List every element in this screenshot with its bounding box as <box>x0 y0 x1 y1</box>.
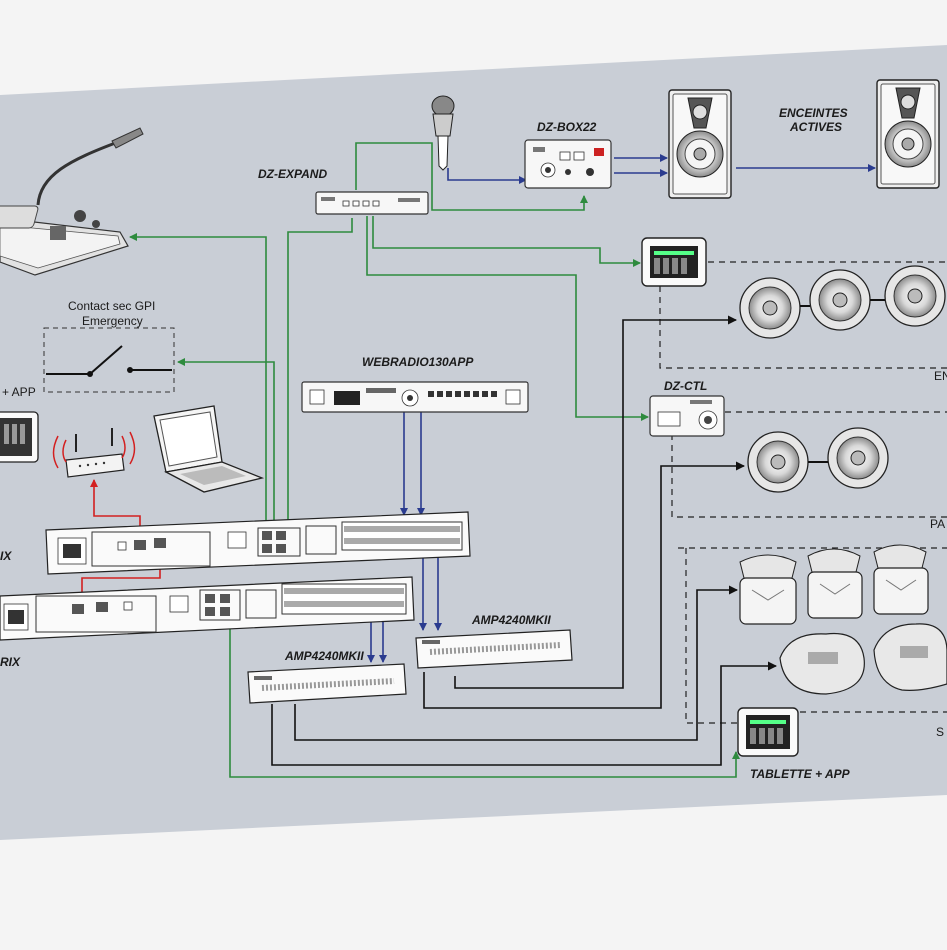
paging-microphone-console[interactable] <box>0 127 144 276</box>
dz-box22-device[interactable] <box>524 139 612 189</box>
tablet-left[interactable] <box>0 411 39 463</box>
black-speaker-wires <box>271 315 777 766</box>
label-contact-line2: Emergency <box>82 314 143 328</box>
label-matrix-top: IX <box>0 549 12 563</box>
background-panel <box>0 45 947 840</box>
ceiling-speakers-zone1[interactable] <box>739 265 946 339</box>
laptop[interactable] <box>153 405 265 493</box>
label-edge-s: S <box>936 725 944 739</box>
tablet-bottom[interactable] <box>737 707 799 757</box>
label-webradio: WEBRADIO130APP <box>362 355 474 369</box>
label-amp-left: AMP4240MKII <box>284 649 364 663</box>
wifi-router[interactable] <box>52 428 136 478</box>
label-edge-en: EN <box>934 369 947 383</box>
label-edge-pa: PA <box>930 517 945 531</box>
label-app-left: + APP <box>2 385 36 399</box>
active-speaker-right[interactable] <box>876 79 940 189</box>
rock-garden-speakers[interactable] <box>779 623 947 695</box>
gpi-emergency-contact[interactable] <box>43 327 175 393</box>
label-dz-expand: DZ-EXPAND <box>258 167 327 181</box>
label-actives: ACTIVES <box>789 120 842 134</box>
dz-expand-device[interactable] <box>315 191 429 215</box>
webradio-device[interactable] <box>301 381 529 413</box>
handheld-microphone[interactable] <box>431 95 455 171</box>
active-speaker-left[interactable] <box>668 89 732 199</box>
dz-ctl-device[interactable] <box>649 395 725 437</box>
label-amp-right: AMP4240MKII <box>471 613 551 627</box>
wall-touch-panel-top[interactable] <box>641 237 707 287</box>
amplifier-left[interactable] <box>247 663 407 704</box>
label-tablette: TABLETTE + APP <box>750 767 851 781</box>
horn-speakers[interactable] <box>739 544 929 625</box>
blue-audio-wires <box>367 154 876 663</box>
zone-dashed-lines <box>659 261 947 724</box>
label-dz-box22: DZ-BOX22 <box>537 120 597 134</box>
matrix-unit-bottom[interactable] <box>0 576 415 641</box>
label-dz-ctl: DZ-CTL <box>664 379 707 393</box>
label-contact-line1: Contact sec GPI <box>68 299 155 313</box>
label-enceintes: ENCEINTES <box>779 106 848 120</box>
ceiling-speakers-zone2[interactable] <box>747 427 889 493</box>
green-network-wires <box>129 142 740 778</box>
label-matrix-bottom: RIX <box>0 655 21 669</box>
amplifier-right[interactable] <box>415 629 573 669</box>
matrix-unit-top[interactable] <box>45 511 471 575</box>
